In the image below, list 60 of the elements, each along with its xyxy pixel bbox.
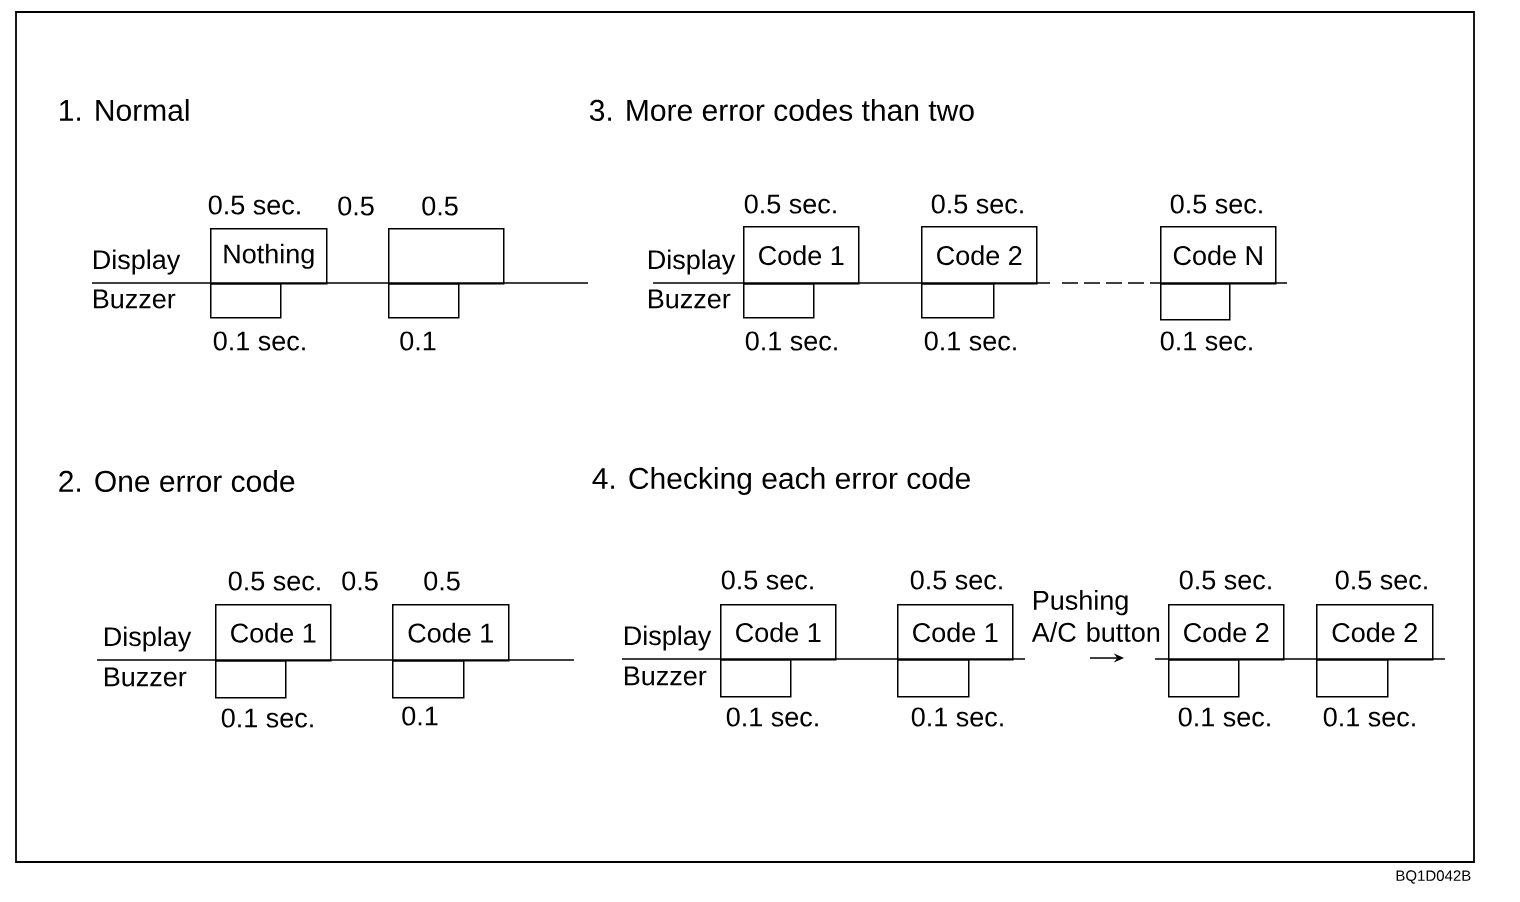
duration-label: 0.1 sec.	[1160, 331, 1252, 351]
duration-label: 0.1 sec.	[1178, 707, 1270, 727]
duration-label: 0.5 sec.	[910, 570, 1002, 590]
row-label: Display	[94, 249, 181, 275]
buzzer-pulse-box	[388, 283, 460, 319]
buzzer-pulse-box	[1168, 659, 1240, 698]
duration-label: 0.1	[400, 331, 436, 351]
duration-label: 0.1	[402, 706, 438, 726]
row-label: Buzzer	[649, 289, 731, 309]
duration-label: 0.5 sec.	[208, 195, 300, 215]
display-pulse-box: Nothing	[210, 228, 328, 285]
buzzer-pulse-box	[720, 659, 792, 698]
duration-label: 0.5	[422, 196, 458, 216]
buzzer-pulse-box	[1316, 659, 1389, 698]
buzzer-pulse-box	[210, 283, 282, 319]
display-pulse-box	[388, 228, 505, 285]
duration-label: 0.1 sec.	[911, 707, 1003, 727]
display-pulse-box: Code 2	[1168, 604, 1285, 661]
display-pulse-box: Code 1	[392, 604, 510, 662]
duration-label: 0.5 sec.	[228, 571, 320, 591]
display-pulse-box: Code 2	[1316, 604, 1434, 661]
duration-label: 0.5 sec.	[931, 194, 1023, 214]
display-pulse-box: Code 1	[743, 226, 860, 285]
duration-label: 0.5 sec.	[1335, 570, 1427, 590]
duration-label: 0.5 sec.	[721, 570, 813, 590]
buzzer-pulse-box	[1160, 283, 1231, 321]
panel-title: 1. Normal	[60, 99, 189, 121]
panel-title: 4. Checking each error code	[592, 467, 970, 495]
display-pulse-box: Code N	[1160, 226, 1277, 285]
duration-label: 0.1 sec.	[924, 331, 1016, 351]
display-pulse-box: Code 1	[215, 604, 332, 662]
buzzer-pulse-box	[215, 660, 287, 699]
duration-label: 0.1 sec.	[221, 708, 313, 728]
buzzer-pulse-box	[921, 283, 995, 319]
duration-label: 0.1 sec.	[726, 707, 818, 727]
row-label: Display	[105, 626, 192, 652]
row-label: Display	[625, 625, 712, 651]
buzzer-pulse-box	[392, 660, 465, 699]
gap-duration-label: 0.5	[338, 196, 374, 216]
panel-title: 2. One error code	[59, 470, 295, 492]
duration-label: 0.1 sec.	[1323, 707, 1415, 727]
buzzer-pulse-box	[743, 283, 815, 319]
duration-label: 0.1 sec.	[213, 331, 305, 351]
row-label: Display	[649, 249, 736, 275]
figure-code: BQ1D042B	[1396, 870, 1471, 884]
display-pulse-box: Code 1	[720, 604, 837, 661]
duration-label: 0.1 sec.	[745, 331, 837, 351]
display-pulse-box: Code 1	[897, 604, 1014, 661]
duration-label: 0.5 sec.	[744, 194, 836, 214]
duration-label: 0.5	[424, 571, 460, 591]
panel-title: 3. More error codes than two	[589, 99, 974, 121]
action-label: Pushing A/C button	[1031, 590, 1160, 642]
buzzer-pulse-box	[897, 659, 970, 698]
row-label: Buzzer	[94, 289, 176, 309]
row-label: Buzzer	[105, 667, 187, 687]
duration-label: 0.5 sec.	[1170, 194, 1262, 214]
row-label: Buzzer	[625, 666, 707, 686]
gap-duration-label: 0.5	[342, 571, 378, 591]
duration-label: 0.5 sec.	[1179, 570, 1271, 590]
display-pulse-box: Code 2	[921, 226, 1038, 285]
